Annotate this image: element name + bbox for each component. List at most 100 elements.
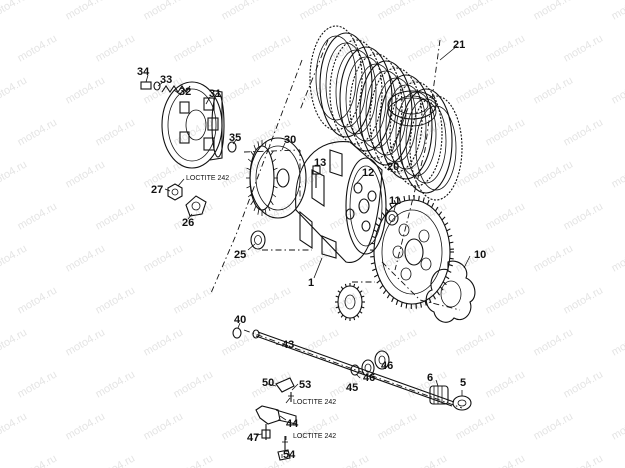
watermark-text: moto4.ru (484, 452, 528, 468)
watermark-text: moto4.ru (64, 242, 108, 274)
watermark-text: moto4.ru (0, 74, 29, 106)
loctite-notes: LOCTITE 242 LOCTITE 242 LOCTITE 242 (186, 175, 336, 440)
watermark-text: moto4.ru (610, 158, 625, 190)
callout-34: 34 (137, 66, 150, 78)
watermark-text: moto4.ru (406, 200, 450, 232)
watermark-text: moto4.ru (94, 284, 138, 316)
watermark-text: moto4.ru (562, 116, 606, 148)
watermark-text: moto4.ru (220, 74, 264, 106)
callout-5: 5 (460, 377, 466, 389)
callout-20: 20 (387, 161, 399, 173)
watermark-text: moto4.ru (250, 32, 294, 64)
watermark-text: moto4.ru (454, 158, 498, 190)
callout-13: 13 (314, 157, 326, 169)
callout-33: 33 (160, 74, 172, 86)
watermark-text: moto4.ru (16, 116, 60, 148)
callout-44: 44 (286, 418, 299, 430)
watermark-text: moto4.ru (0, 242, 29, 274)
callout-25: 25 (234, 249, 246, 261)
callout-30: 30 (284, 134, 296, 146)
watermark-text: moto4.ru (64, 410, 108, 442)
callout-12: 12 (362, 167, 374, 179)
callout-1: 1 (308, 277, 314, 289)
callout-47: 47 (247, 432, 259, 444)
watermark-text: moto4.ru (298, 242, 342, 274)
watermark-text: moto4.ru (454, 410, 498, 442)
thrust-washer (250, 230, 266, 250)
callout-54: 54 (283, 449, 296, 461)
watermark-text: moto4.ru (298, 0, 342, 23)
watermark-text: moto4.ru (532, 242, 576, 274)
watermark-text: moto4.ru (562, 32, 606, 64)
callout-46-b: 46 (363, 372, 375, 384)
watermark-text: moto4.ru (172, 368, 216, 400)
watermark-text: moto4.ru (484, 284, 528, 316)
watermark-text: moto4.ru (0, 326, 29, 358)
callout-21: 21 (453, 39, 465, 51)
small-washer (232, 327, 242, 339)
watermark-text: moto4.ru (328, 200, 372, 232)
clutch-basket (295, 141, 387, 263)
watermark-text: moto4.ru (610, 74, 625, 106)
watermark-text: moto4.ru (532, 158, 576, 190)
watermark-text: moto4.ru (454, 74, 498, 106)
assembly-axis-lines (210, 39, 463, 409)
watermark-text: moto4.ru (220, 0, 264, 23)
loctite-note-2: LOCTITE 242 (293, 399, 336, 406)
callout-32: 32 (179, 86, 191, 98)
release-lever-parts (255, 377, 297, 461)
watermark-text: moto4.ru (94, 32, 138, 64)
watermark-text: moto4.ru (376, 326, 420, 358)
watermark-text: moto4.ru (64, 74, 108, 106)
watermark-text: moto4.ru (376, 0, 420, 23)
watermark-text: moto4.ru (610, 326, 625, 358)
slave-cylinder-parts (429, 385, 472, 411)
watermark-text: moto4.ru (142, 0, 186, 23)
watermark-text: moto4.ru (16, 452, 60, 468)
watermark-text: moto4.ru (94, 116, 138, 148)
callout-27: 27 (151, 184, 163, 196)
watermark-text: moto4.ru (484, 200, 528, 232)
watermark-text: moto4.ru (328, 452, 372, 468)
watermark-text: moto4.ru (484, 368, 528, 400)
inner-clutch-hub (246, 137, 307, 219)
watermark-text: moto4.ru (454, 0, 498, 23)
watermark-text: moto4.ru (172, 116, 216, 148)
watermark-text: moto4.ru (454, 326, 498, 358)
watermark-text: moto4.ru (142, 410, 186, 442)
watermark-text: moto4.ru (406, 452, 450, 468)
callout-26: 26 (182, 217, 194, 229)
pressure-plate (161, 81, 225, 169)
watermark-text: moto4.ru (562, 452, 606, 468)
watermark-text: moto4.ru (562, 368, 606, 400)
watermark-text: moto4.ru (406, 32, 450, 64)
callout-50: 50 (262, 377, 274, 389)
loctite-note-1: LOCTITE 242 (186, 175, 229, 182)
callout-35: 35 (229, 132, 241, 144)
callout-11: 11 (389, 195, 401, 207)
callout-10: 10 (474, 249, 486, 261)
watermark-text: moto4.ru (172, 452, 216, 468)
watermark-text: moto4.ru (610, 242, 625, 274)
watermark-text: moto4.ru (0, 0, 29, 23)
watermark-text: moto4.ru (0, 158, 29, 190)
watermark-text: moto4.ru (610, 0, 625, 23)
callout-labels: 34 33 32 31 35 30 21 20 13 12 27 26 11 2… (137, 39, 486, 461)
watermark-text: moto4.ru (562, 200, 606, 232)
callout-43: 43 (282, 339, 294, 351)
callout-53: 53 (299, 379, 311, 391)
callout-31: 31 (209, 88, 221, 100)
watermark-text: moto4.ru (0, 410, 29, 442)
watermark-text: moto4.ru (142, 326, 186, 358)
watermark-text: moto4.ru (16, 32, 60, 64)
watermark-text: moto4.ru (64, 326, 108, 358)
watermark-text: moto4.ru (532, 326, 576, 358)
watermark-text: moto4.ru (562, 284, 606, 316)
watermark-text: moto4.ru (532, 410, 576, 442)
watermark-text: moto4.ru (172, 284, 216, 316)
push-rod (252, 329, 455, 407)
watermark-text: moto4.ru (142, 242, 186, 274)
needle-bush (385, 210, 399, 226)
